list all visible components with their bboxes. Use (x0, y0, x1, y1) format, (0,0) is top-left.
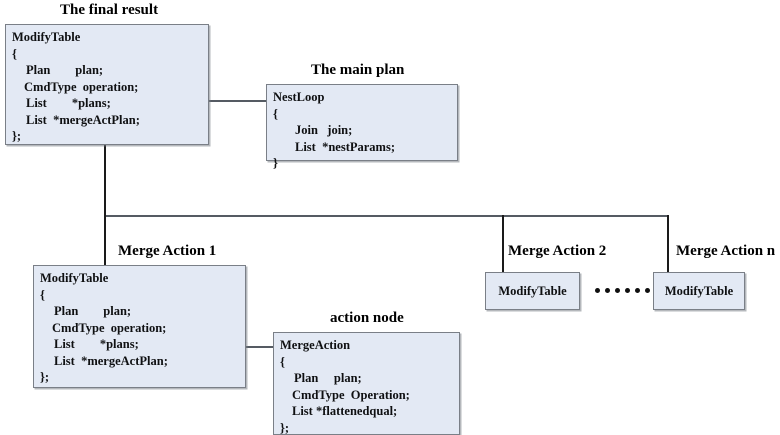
caption-action-node: action node (330, 310, 404, 326)
box-final-result-field-1: CmdType operation; (24, 79, 139, 94)
ellipsis-dots (595, 288, 650, 293)
box-merge-action-n-struct-name: ModifyTable (664, 283, 734, 298)
box-merge-action-n: ModifyTable (653, 272, 745, 310)
box-final-result-field-0: Plan plan; (26, 63, 104, 77)
box-final-result-struct-name: ModifyTable (12, 30, 81, 44)
box-final-result-open-brace: { (12, 46, 17, 61)
connector-bus-drop-merge-action-2 (502, 215, 504, 273)
caption-merge-action-1: Merge Action 1 (118, 243, 217, 259)
box-final-result: ModifyTable { Plan plan; CmdType operati… (5, 24, 209, 145)
box-main-plan-struct-name: NestLoop (273, 90, 325, 104)
box-main-plan-open-brace: { (273, 106, 278, 121)
box-merge-action-1-field-0: Plan plan; (54, 304, 132, 318)
box-action-node-field-1: CmdType Operation; (292, 387, 410, 402)
caption-the-final-result: The final result (60, 2, 159, 18)
connector-mergeactplan-down (104, 117, 106, 217)
caption-the-main-plan: The main plan (311, 62, 405, 78)
box-main-plan-field-1: List *nestParams; (295, 139, 395, 154)
connector-bus-drop-merge-action-n (667, 215, 669, 273)
box-final-result-close-brace: }; (12, 129, 22, 143)
box-merge-action-1-field-1: CmdType operation; (52, 320, 167, 335)
box-merge-action-2: ModifyTable (485, 272, 580, 310)
box-action-node-field-0: Plan plan; (294, 371, 362, 385)
box-action-node-open-brace: { (280, 354, 285, 369)
box-action-node-close-brace: }; (280, 420, 290, 435)
box-main-plan-close-brace: } (273, 156, 278, 170)
box-main-plan: NestLoop { Join join; List *nestParams; … (266, 84, 458, 170)
box-merge-action-1-field-3: List *mergeActPlan; (54, 353, 168, 368)
caption-merge-action-2: Merge Action 2 (508, 243, 607, 259)
box-action-node-struct-name: MergeAction (280, 338, 351, 352)
box-main-plan-field-0: Join join; (295, 123, 353, 137)
box-merge-action-1-struct-name: ModifyTable (40, 271, 109, 285)
box-final-result-field-2: List *plans; (26, 96, 111, 110)
connector-bus-drop-merge-action-1 (104, 215, 106, 266)
box-merge-action-2-struct-name: ModifyTable (498, 283, 567, 298)
box-merge-action-1-close-brace: }; (40, 370, 50, 384)
box-merge-action-1-open-brace: { (40, 287, 45, 302)
box-action-node: MergeAction { Plan plan; CmdType Operati… (273, 332, 460, 435)
box-action-node-field-2: List *flattenedqual; (292, 404, 398, 418)
box-merge-action-1-field-2: List *plans; (54, 337, 139, 351)
box-final-result-field-3: List *mergeActPlan; (26, 112, 140, 127)
box-merge-action-1: ModifyTable { Plan plan; CmdType operati… (33, 265, 246, 388)
connector-bus-horizontal (104, 215, 669, 217)
caption-merge-action-n: Merge Action n (676, 243, 776, 259)
